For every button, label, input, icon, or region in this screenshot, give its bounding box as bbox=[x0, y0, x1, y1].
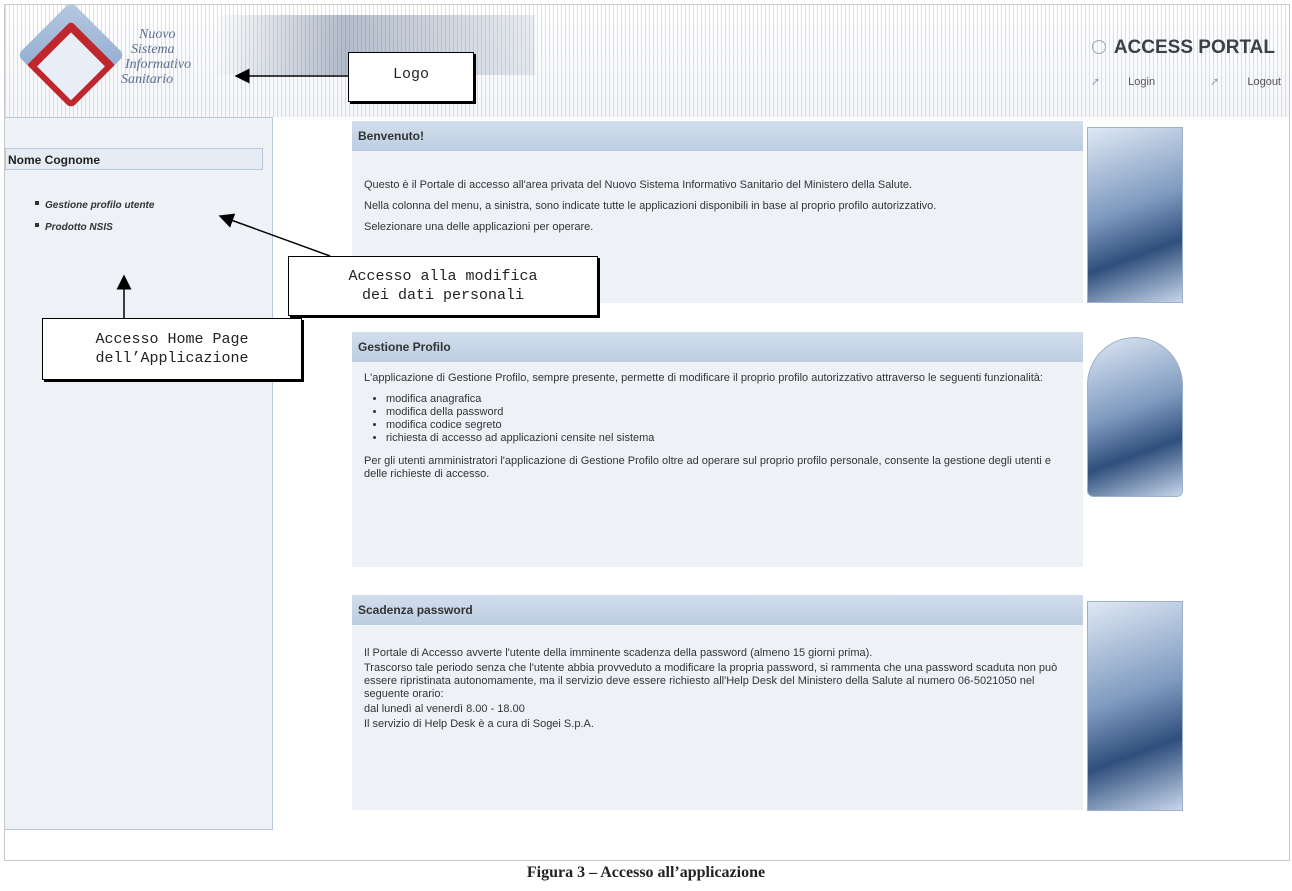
logo[interactable]: Nuovo Sistema Informativo Sanitario bbox=[17, 5, 323, 113]
paragraph: dal lunedì al venerdì 8.00 - 18.00 bbox=[364, 703, 525, 715]
callout-modifica-dati: Accesso alla modifica dei dati personali bbox=[288, 256, 598, 316]
logo-line-4: Sanitario bbox=[121, 72, 174, 87]
list-item: richiesta di accesso ad applicazioni cen… bbox=[386, 432, 1075, 445]
section-title: Benvenuto! bbox=[352, 121, 1083, 151]
header-links: ➚ Login ➚ Logout bbox=[1039, 75, 1281, 88]
paragraph: Per gli utenti amministratori l'applicaz… bbox=[364, 455, 1051, 480]
callout-logo: Logo bbox=[348, 52, 474, 102]
paragraph: Trascorso tale periodo senza che l'utent… bbox=[364, 662, 1058, 700]
list-item: modifica della password bbox=[386, 406, 1075, 419]
sidebar-item-label: Gestione profilo utente bbox=[45, 200, 155, 211]
logo-emblem-icon bbox=[17, 5, 125, 109]
user-name-box: Nome Cognome bbox=[5, 148, 263, 170]
paragraph: Il servizio di Help Desk è a cura di Sog… bbox=[364, 718, 594, 730]
sidebar-item-prodotto-nsis[interactable]: Prodotto NSIS bbox=[35, 220, 185, 236]
circle-icon bbox=[1091, 40, 1106, 54]
paragraph: L'applicazione di Gestione Profilo, semp… bbox=[364, 372, 1043, 384]
portal-header: Nuovo Sistema Informativo Sanitario ACCE… bbox=[5, 5, 1289, 117]
login-label: Login bbox=[1128, 76, 1156, 88]
bullet-icon bbox=[35, 223, 39, 227]
paragraph: Il Portale di Accesso avverte l'utente d… bbox=[364, 647, 873, 659]
sidebar: Nome Cognome Gestione profilo utente Pro… bbox=[5, 117, 273, 830]
arrow-icon: ➚ bbox=[1210, 76, 1220, 88]
logout-link[interactable]: ➚ Logout bbox=[1184, 76, 1281, 88]
section-title: Gestione Profilo bbox=[352, 332, 1083, 362]
figure-caption: Figura 3 – Accesso all’applicazione bbox=[526, 864, 766, 881]
portal-title-text: ACCESS PORTAL bbox=[1113, 37, 1275, 58]
sidebar-item-label: Prodotto NSIS bbox=[45, 222, 113, 233]
logout-label: Logout bbox=[1247, 76, 1281, 88]
section-body: L'applicazione di Gestione Profilo, semp… bbox=[352, 362, 1083, 499]
callout-line: dell’Applicazione bbox=[95, 350, 249, 367]
list-item: modifica codice segreto bbox=[386, 419, 1075, 432]
decorative-image bbox=[1087, 601, 1183, 811]
paragraph: Selezionare una delle applicazioni per o… bbox=[364, 221, 594, 233]
sidebar-menu: Gestione profilo utente Prodotto NSIS bbox=[35, 198, 185, 242]
section-scadenza-password: Scadenza password Il Portale di Accesso … bbox=[352, 595, 1083, 810]
section-body: Questo è il Portale di accesso all'area … bbox=[352, 151, 1083, 252]
portal-title: ACCESS PORTAL bbox=[1091, 37, 1275, 59]
callout-line: dei dati personali bbox=[361, 287, 525, 304]
sidebar-item-gestione-profilo[interactable]: Gestione profilo utente bbox=[35, 198, 185, 214]
feature-list: modifica anagrafica modifica della passw… bbox=[386, 393, 1075, 445]
list-item: modifica anagrafica bbox=[386, 393, 1075, 406]
decorative-image bbox=[1087, 337, 1183, 497]
arrow-icon: ➚ bbox=[1090, 76, 1101, 88]
callout-line: Accesso alla modifica bbox=[348, 268, 538, 285]
bullet-icon bbox=[35, 201, 39, 205]
decorative-image bbox=[1087, 127, 1183, 303]
paragraph: Nella colonna del menu, a sinistra, sono… bbox=[364, 200, 937, 212]
paragraph: Questo è il Portale di accesso all'area … bbox=[364, 179, 913, 191]
callout-home-page: Accesso Home Page dell’Applicazione bbox=[42, 318, 302, 380]
login-link[interactable]: ➚ Login bbox=[1065, 76, 1155, 88]
screenshot-frame: Nuovo Sistema Informativo Sanitario ACCE… bbox=[4, 4, 1290, 861]
section-benvenuto: Benvenuto! Questo è il Portale di access… bbox=[352, 121, 1083, 303]
callout-line: Accesso Home Page bbox=[95, 331, 249, 348]
logo-line-2: Sistema bbox=[131, 42, 175, 57]
section-gestione-profilo: Gestione Profilo L'applicazione di Gesti… bbox=[352, 332, 1083, 567]
section-title: Scadenza password bbox=[352, 595, 1083, 625]
section-body: Il Portale di Accesso avverte l'utente d… bbox=[352, 625, 1083, 749]
logo-text: Nuovo Sistema Informativo Sanitario bbox=[121, 27, 191, 87]
logo-line-1: Nuovo bbox=[139, 27, 176, 42]
logo-line-3: Informativo bbox=[125, 57, 192, 72]
